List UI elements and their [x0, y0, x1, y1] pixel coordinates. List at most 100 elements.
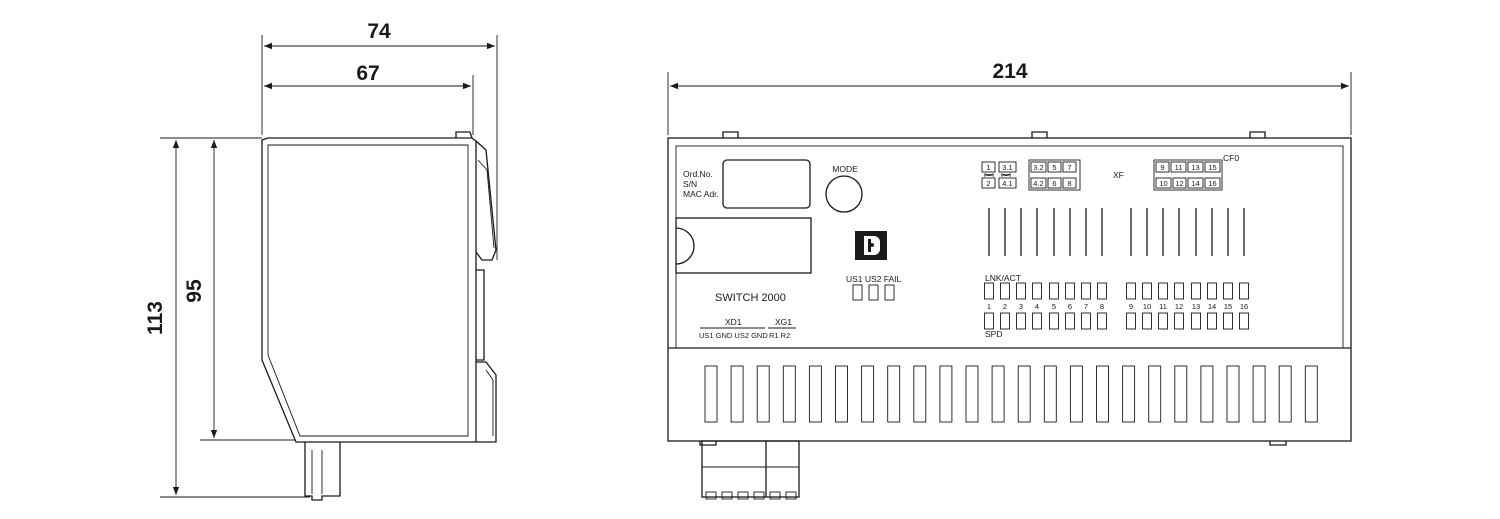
port-label: 14: [1208, 302, 1216, 311]
dim-214: 214: [992, 60, 1027, 83]
xg1-pin-labels: R1 R2: [769, 331, 790, 340]
led-lnk-act: [1142, 282, 1152, 300]
led-lnk-act: [1097, 282, 1107, 300]
dim-95: 95: [183, 279, 206, 303]
vent-slot: [730, 365, 744, 423]
led-lnk-act: [1223, 282, 1233, 300]
connector-body: [701, 440, 800, 498]
connector-pin: [737, 491, 749, 500]
port-label: 9: [1129, 302, 1133, 311]
led-lnk-act: [1081, 282, 1091, 300]
cf0-connector-map: 9 11 13 15 10 12 14 16: [1153, 159, 1223, 191]
dim-113: 113: [144, 301, 167, 335]
led-spd: [1081, 312, 1091, 330]
led-lnk-act: [1191, 282, 1201, 300]
vent-slot: [1226, 365, 1240, 423]
svg-text:4.2: 4.2: [1033, 179, 1043, 188]
led-fail: [884, 284, 895, 301]
led-lnk-act: [1065, 282, 1075, 300]
led-spd: [1065, 312, 1075, 330]
marker-strip: [675, 217, 812, 274]
vent-slot: [965, 365, 979, 423]
vent-slot: [782, 365, 796, 423]
port-label: 4: [1035, 302, 1039, 311]
xd1-label: XD1: [725, 317, 742, 327]
mode-label: MODE: [832, 164, 858, 174]
svg-text:12: 12: [1175, 179, 1183, 188]
svg-text:13: 13: [1191, 163, 1199, 172]
vent-slot: [1096, 365, 1109, 423]
vent-slot: [808, 365, 822, 423]
led-lnk-act: [1239, 282, 1249, 300]
port-label: 1: [987, 302, 991, 311]
led-lnk-act: [1126, 282, 1136, 300]
led-spd: [1049, 312, 1059, 330]
led-spd: [1191, 312, 1201, 330]
svg-text:3.1: 3.1: [1002, 163, 1012, 172]
led-spd: [1207, 312, 1217, 330]
vent-slot: [1122, 365, 1136, 423]
status-led-labels: US1 US2 FAIL: [846, 274, 902, 284]
vent-slot: [1043, 365, 1057, 423]
mode-button[interactable]: [825, 175, 863, 213]
led-lnk-act: [1016, 282, 1026, 300]
svg-text:11: 11: [1175, 163, 1183, 172]
led-lnk-act: [1158, 282, 1168, 300]
svg-text:6: 6: [1052, 179, 1056, 188]
port-label: 5: [1052, 302, 1056, 311]
vent-slot: [939, 365, 953, 423]
svg-text:4.1: 4.1: [1002, 179, 1012, 188]
xd1-pin-labels: US1 GND US2 GND: [699, 331, 768, 340]
led-lnk-act: [1207, 282, 1217, 300]
port-label: 12: [1175, 302, 1183, 311]
brand-logo-icon: [855, 231, 887, 260]
connector-pin: [705, 491, 717, 500]
vent-slot: [835, 365, 848, 423]
side-view: 74 67 113 95: [144, 20, 498, 501]
front-connector: [701, 440, 800, 500]
port-number-labels: 1 2 3 4 5 6 7 8 9 10 11 12 13 14 15 16: [987, 302, 1248, 311]
port-label: 2: [1003, 302, 1007, 311]
vent-slot: [756, 365, 770, 423]
connector-pin: [721, 491, 733, 500]
product-name: SWITCH 2000: [715, 292, 786, 304]
svg-text:7: 7: [1067, 163, 1071, 172]
led-spd: [1223, 312, 1233, 330]
cf0-label: CF0: [1223, 153, 1239, 163]
connector-pin: [753, 491, 765, 500]
front-housing: [667, 137, 1352, 442]
port-label: 6: [1068, 302, 1072, 311]
xf-connector-map: 1 3.1 2 4.1 3.2 5 7 4.2 6 8: [981, 159, 1081, 191]
vent-slot: [1278, 365, 1292, 423]
vent-slot: [991, 365, 1005, 423]
port-label: 16: [1240, 302, 1248, 311]
svg-text:5: 5: [1052, 163, 1056, 172]
lnk-act-label: LNK/ACT: [985, 273, 1021, 283]
port-label: 10: [1143, 302, 1151, 311]
vent-slot: [1017, 365, 1031, 423]
ord-no-label: Ord.No.: [683, 169, 713, 179]
svg-text:1: 1: [986, 163, 990, 172]
xf-label: XF: [1113, 170, 1124, 180]
svg-text:9: 9: [1160, 163, 1164, 172]
port-label: 7: [1084, 302, 1088, 311]
spd-label: SPD: [985, 329, 1002, 339]
svg-text:2: 2: [986, 179, 990, 188]
led-spd: [1097, 312, 1107, 330]
connector-pin: [785, 491, 797, 500]
svg-text:10: 10: [1159, 179, 1167, 188]
port-lines: [988, 208, 1245, 256]
label-field: [722, 159, 811, 209]
vent-slot: [1252, 365, 1266, 423]
led-spd: [1158, 312, 1168, 330]
vent-slot: [704, 365, 718, 423]
led-spd: [1016, 312, 1026, 330]
xg1-label: XG1: [775, 317, 792, 327]
port-leds: [984, 282, 1249, 330]
led-spd: [1126, 312, 1136, 330]
dim-74: 74: [367, 20, 391, 43]
led-us2: [868, 284, 879, 301]
led-lnk-act: [1174, 282, 1184, 300]
dim-67: 67: [356, 62, 379, 85]
